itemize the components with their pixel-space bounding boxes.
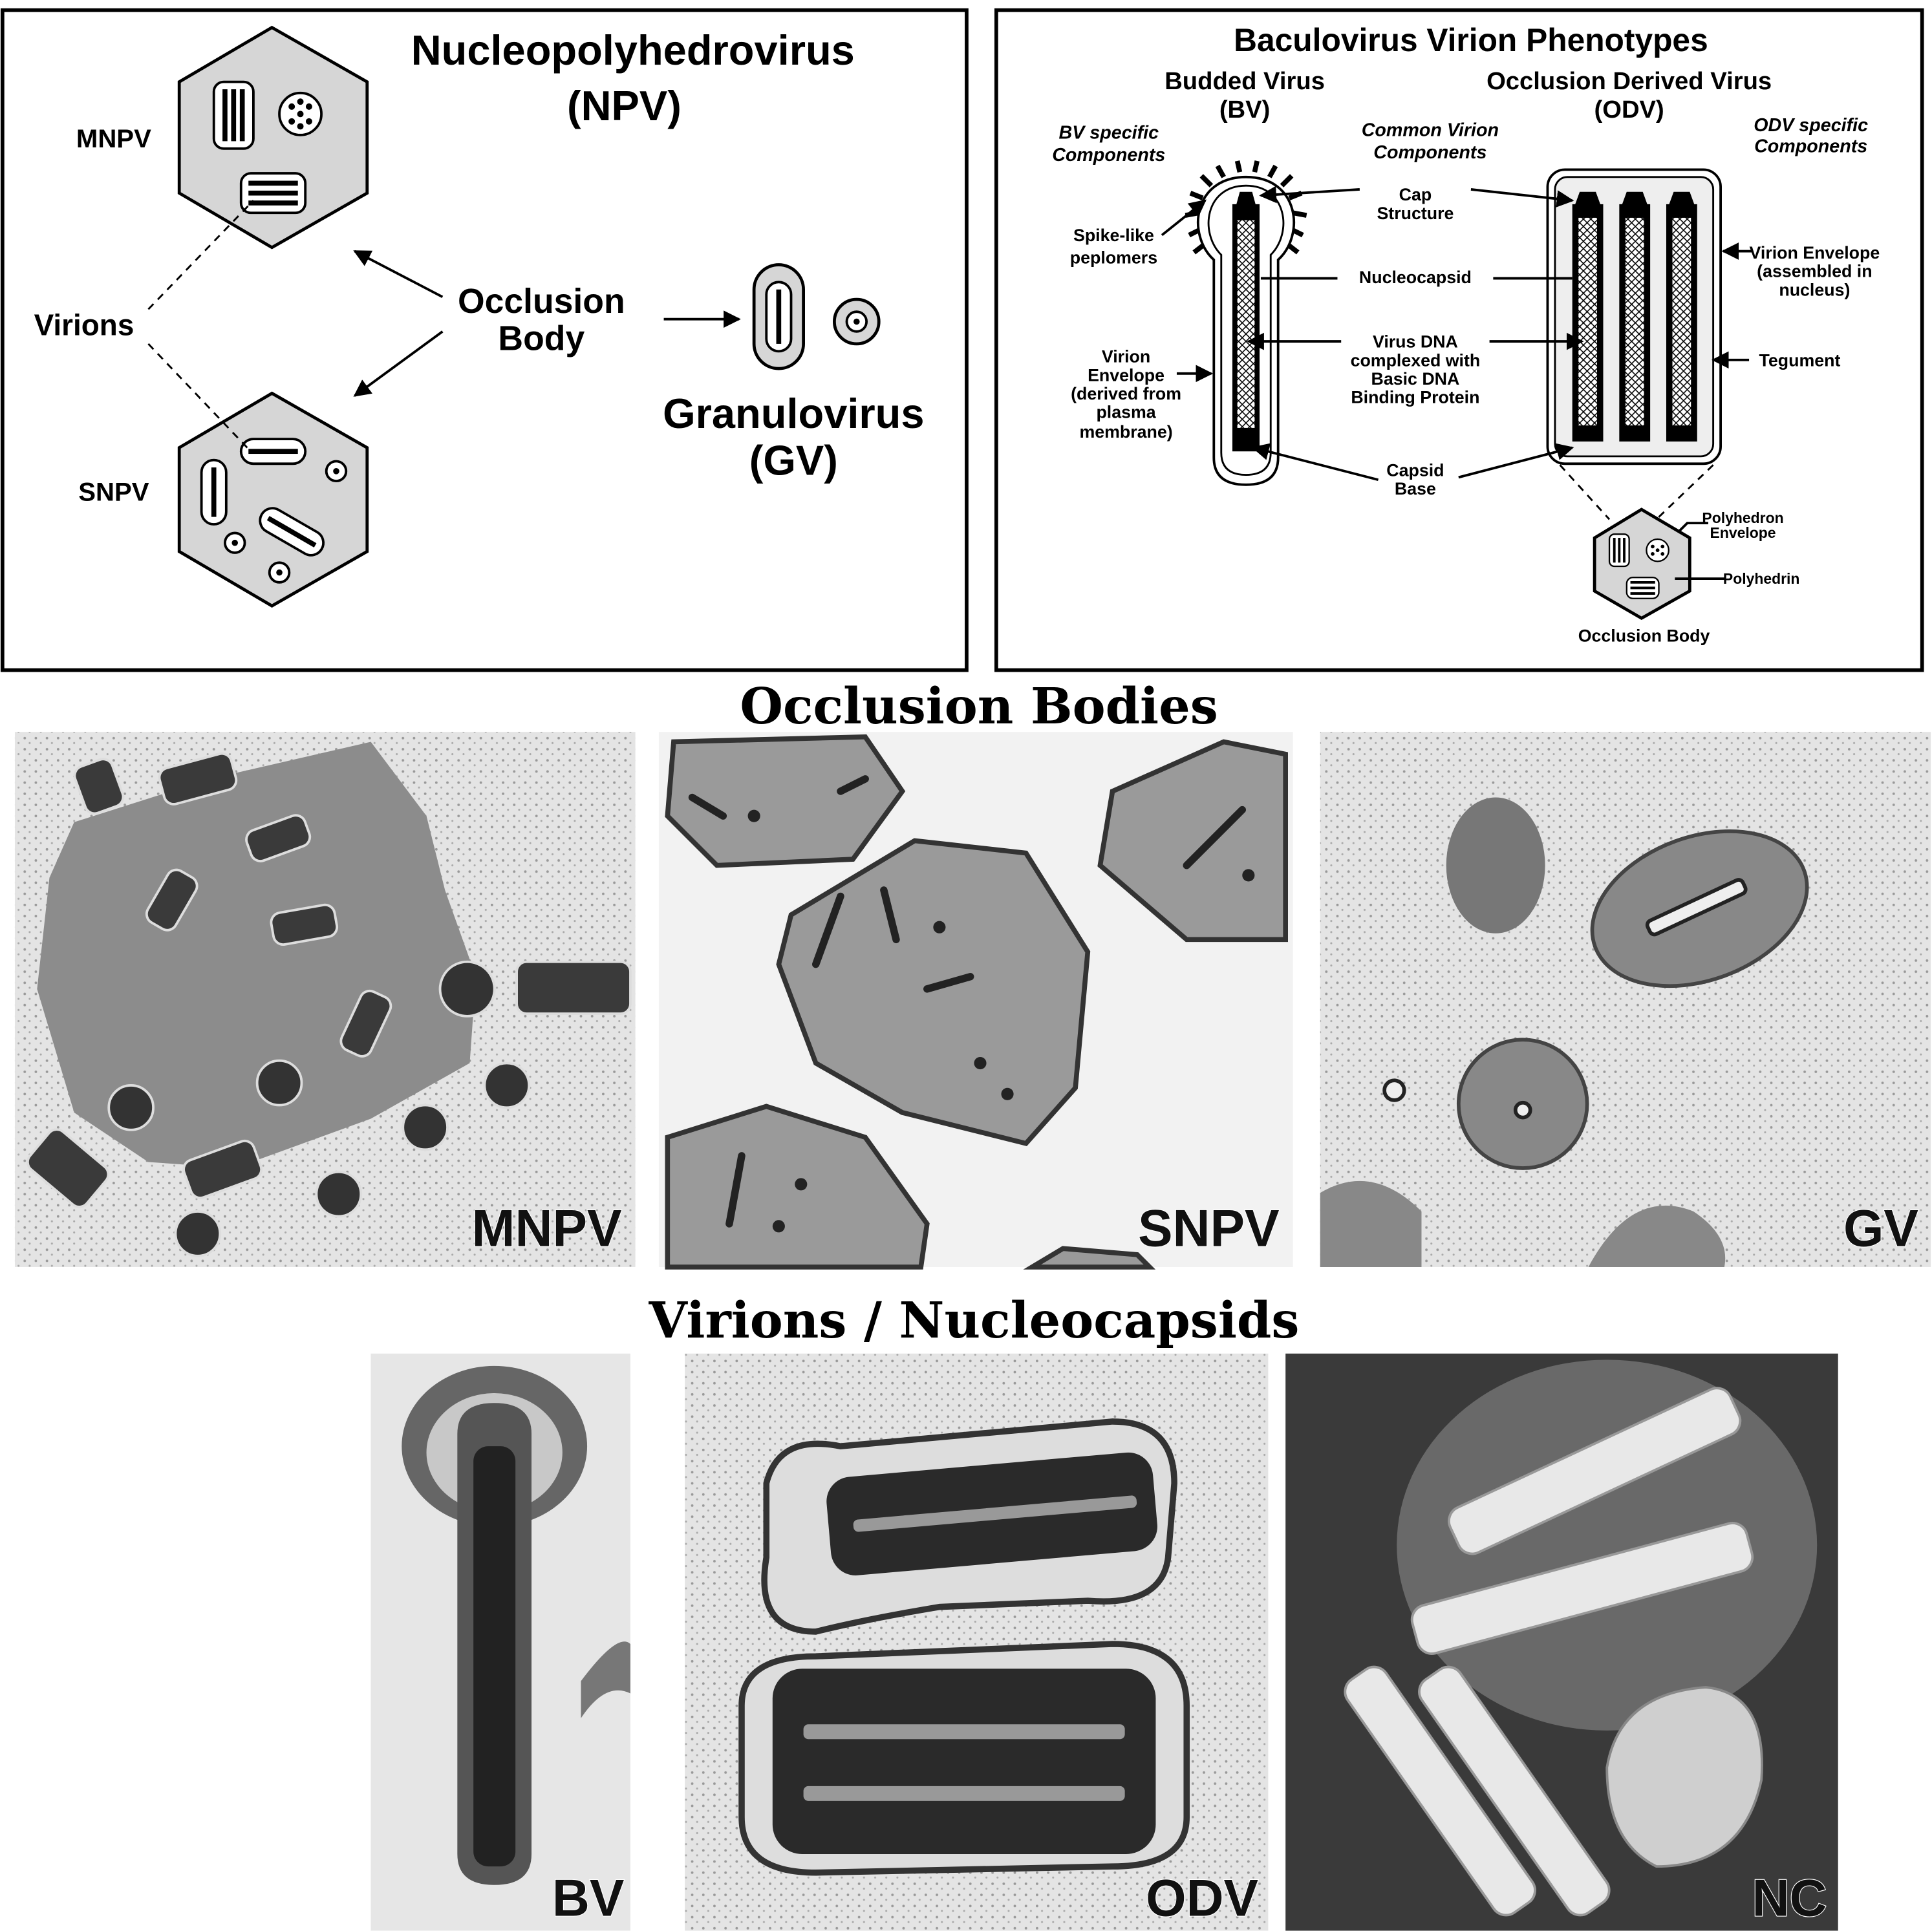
polyhedron-envelope-label: Envelope [1710, 524, 1776, 541]
nc-micrograph: NC [1285, 1353, 1838, 1931]
panel-border [994, 8, 1924, 672]
odv-micrograph: ODV [685, 1353, 1269, 1931]
snpv-micrograph-label: SNPV [1138, 1199, 1280, 1257]
polyhedron-envelope-label: Polyhedron [1702, 509, 1783, 526]
nucleocapsid-label: Nucleocapsid [1359, 268, 1472, 287]
spike-peplomers-label: peplomers [1070, 248, 1157, 268]
common-components-label: Common Virion [1362, 120, 1499, 141]
bv-envelope-label: Envelope [1088, 365, 1165, 385]
common-components-label: Components [1373, 142, 1487, 163]
virus-dna-label: complexed with [1351, 350, 1481, 370]
tegument-label: Tegument [1759, 350, 1841, 370]
gv-occlusion-body-icon [752, 263, 881, 370]
occlusion-body-label-line2: Body [498, 319, 585, 357]
npv-gv-schematic-panel: Nucleopolyhedrovirus (NPV) MNPV SNPV Vir… [0, 8, 969, 672]
bv-heading-abbrev: (BV) [1219, 96, 1271, 123]
zoom-guide-lines [1559, 464, 1714, 520]
bv-specific-label: Components [1052, 145, 1165, 165]
virus-dna-label: Binding Protein [1351, 388, 1479, 407]
occlusion-body-label-line1: Occlusion [458, 283, 625, 321]
odv-heading-abbrev: (ODV) [1594, 96, 1664, 123]
arrow-to-snpv [353, 330, 444, 397]
virus-dna-label: Basic DNA [1371, 369, 1460, 389]
gv-micrograph-label: GV [1843, 1199, 1918, 1257]
polyhedrin-label: Polyhedrin [1723, 570, 1800, 587]
odv-micrograph-label: ODV [1146, 1870, 1258, 1928]
occlusion-body-small-icon [1593, 507, 1691, 621]
npv-title: Nucleopolyhedrovirus [411, 27, 855, 74]
bv-envelope-label: (derived from [1071, 384, 1181, 403]
bv-micrograph-label: BV [552, 1870, 625, 1928]
snpv-label: SNPV [78, 478, 149, 507]
spike-peplomers-label: Spike-like [1073, 226, 1154, 245]
cap-structure-label: Structure [1377, 204, 1454, 223]
capsid-base-label: Base [1395, 479, 1436, 498]
arrow-to-mnpv [353, 250, 444, 298]
snpv-micrograph: SNPV [658, 732, 1293, 1270]
odv-envelope-label: Virion Envelope [1750, 243, 1880, 262]
snpv-occlusion-body-icon [177, 391, 369, 608]
gv-micrograph: GV [1320, 732, 1931, 1267]
odv-envelope-label: (assembled in [1757, 262, 1872, 281]
bv-envelope-label: Virion [1102, 347, 1150, 367]
virions-label: Virions [34, 308, 134, 342]
gv-abbrev: (GV) [749, 437, 838, 484]
mnpv-micrograph: MNPV [14, 732, 636, 1267]
bv-heading: Budded Virus [1165, 67, 1325, 95]
label-pointers [1161, 186, 1753, 482]
odv-specific-label: Components [1754, 136, 1867, 157]
npv-abbrev: (NPV) [567, 82, 682, 129]
occlusion-derived-virus-diagram [1546, 168, 1723, 465]
phenotypes-title: Baculovirus Virion Phenotypes [1234, 22, 1708, 58]
polyhedron-pointers [1675, 522, 1724, 581]
occlusion-bodies-heading: Occlusion Bodies [740, 677, 1218, 736]
virions-nucleocapsids-heading: Virions / Nucleocapsids [648, 1292, 1299, 1350]
virion-pointer-lines [147, 200, 254, 449]
capsid-base-label: Capsid [1386, 460, 1444, 480]
odv-specific-label: ODV specific [1754, 115, 1868, 136]
odv-envelope-label: nucleus) [1779, 280, 1850, 299]
bv-envelope-label: membrane) [1079, 422, 1172, 442]
odv-heading: Occlusion Derived Virus [1487, 67, 1772, 95]
virus-dna-label: Virus DNA [1373, 332, 1458, 352]
virion-phenotypes-panel: Baculovirus Virion Phenotypes Budded Vir… [994, 8, 1924, 672]
mnpv-micrograph-label: MNPV [472, 1199, 622, 1257]
cap-structure-label: Cap [1399, 185, 1432, 204]
occlusion-body-caption: Occlusion Body [1578, 626, 1710, 646]
panel-border [0, 8, 969, 672]
bv-specific-label: BV specific [1059, 123, 1159, 144]
gv-title: Granulovirus [663, 390, 924, 437]
bv-envelope-label: plasma [1096, 403, 1156, 422]
mnpv-occlusion-body-icon [177, 25, 369, 250]
nc-micrograph-label: NC [1752, 1870, 1827, 1928]
bv-micrograph: BV [370, 1353, 630, 1931]
mnpv-label: MNPV [76, 124, 151, 153]
